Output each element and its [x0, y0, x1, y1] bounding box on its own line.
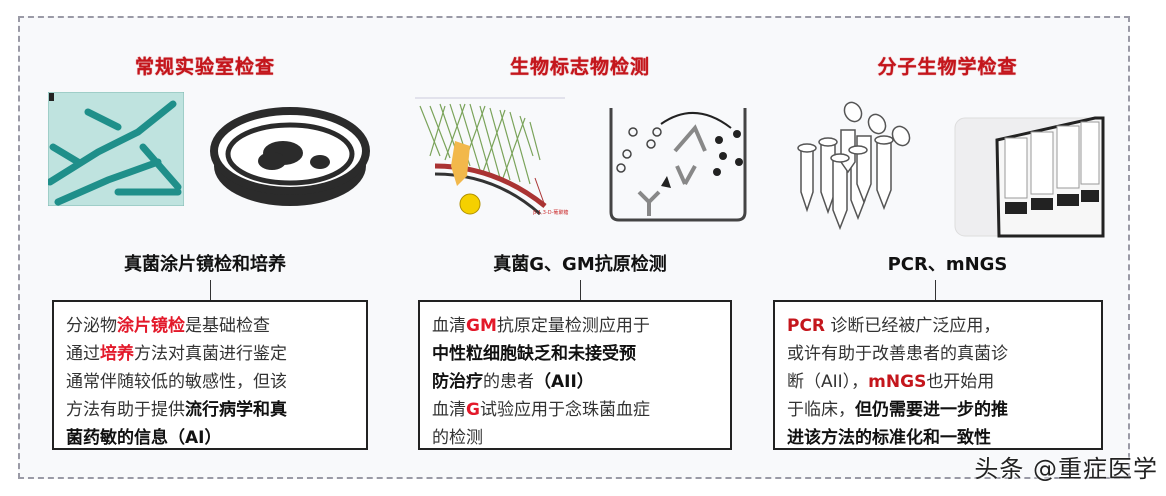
sequencer-machine-image	[954, 116, 1105, 238]
description-box: 血清GM抗原定量检测应用于 中性粒细胞缺乏和未接受预 防治疗的患者（AII） 血…	[418, 300, 732, 450]
connector-line	[580, 280, 581, 300]
section-biomarker: 生物标志物检测 β-1,3-D-葡聚糖	[405, 18, 755, 477]
description-box: 分泌物涂片镜检是基础检查 通过培养方法对真菌进行鉴定 通常伴随较低的敏感性，但该…	[52, 300, 368, 450]
section-title: 分子生物学检查	[877, 56, 1018, 78]
method-label: 真菌涂片镜检和培养	[124, 254, 286, 275]
section-molecular: 分子生物学检查	[765, 18, 1130, 477]
section-title: 生物标志物检测	[509, 56, 650, 78]
diagram-frame: 常规实验室检查 真菌涂片镜检和培养 分泌物涂片镜检是基础检查	[18, 16, 1130, 479]
method-label: 真菌G、GM抗原检测	[493, 254, 667, 275]
microscopy-hyphae-image	[48, 92, 184, 206]
svg-text:β-1,3-D-葡聚糖: β-1,3-D-葡聚糖	[533, 209, 568, 216]
connector-line	[210, 280, 211, 300]
description-box: PCR 诊断已经被广泛应用， 或许有助于改善患者的真菌诊 断（AII），mNGS…	[773, 300, 1103, 450]
method-label: PCR、mNGS	[887, 254, 1008, 275]
watermark: 头条 @重症医学	[974, 455, 1158, 483]
section-routine-lab: 常规实验室检查 真菌涂片镜检和培养 分泌物涂片镜检是基础检查	[20, 18, 390, 477]
pcr-tubes-icon	[797, 101, 911, 231]
section-title: 常规实验室检查	[134, 56, 275, 78]
antigen-antibody-well-diagram	[609, 108, 747, 222]
fungal-cell-wall-diagram: β-1,3-D-葡聚糖	[415, 97, 568, 216]
connector-line	[935, 280, 936, 300]
petri-dish-icon	[210, 107, 370, 206]
